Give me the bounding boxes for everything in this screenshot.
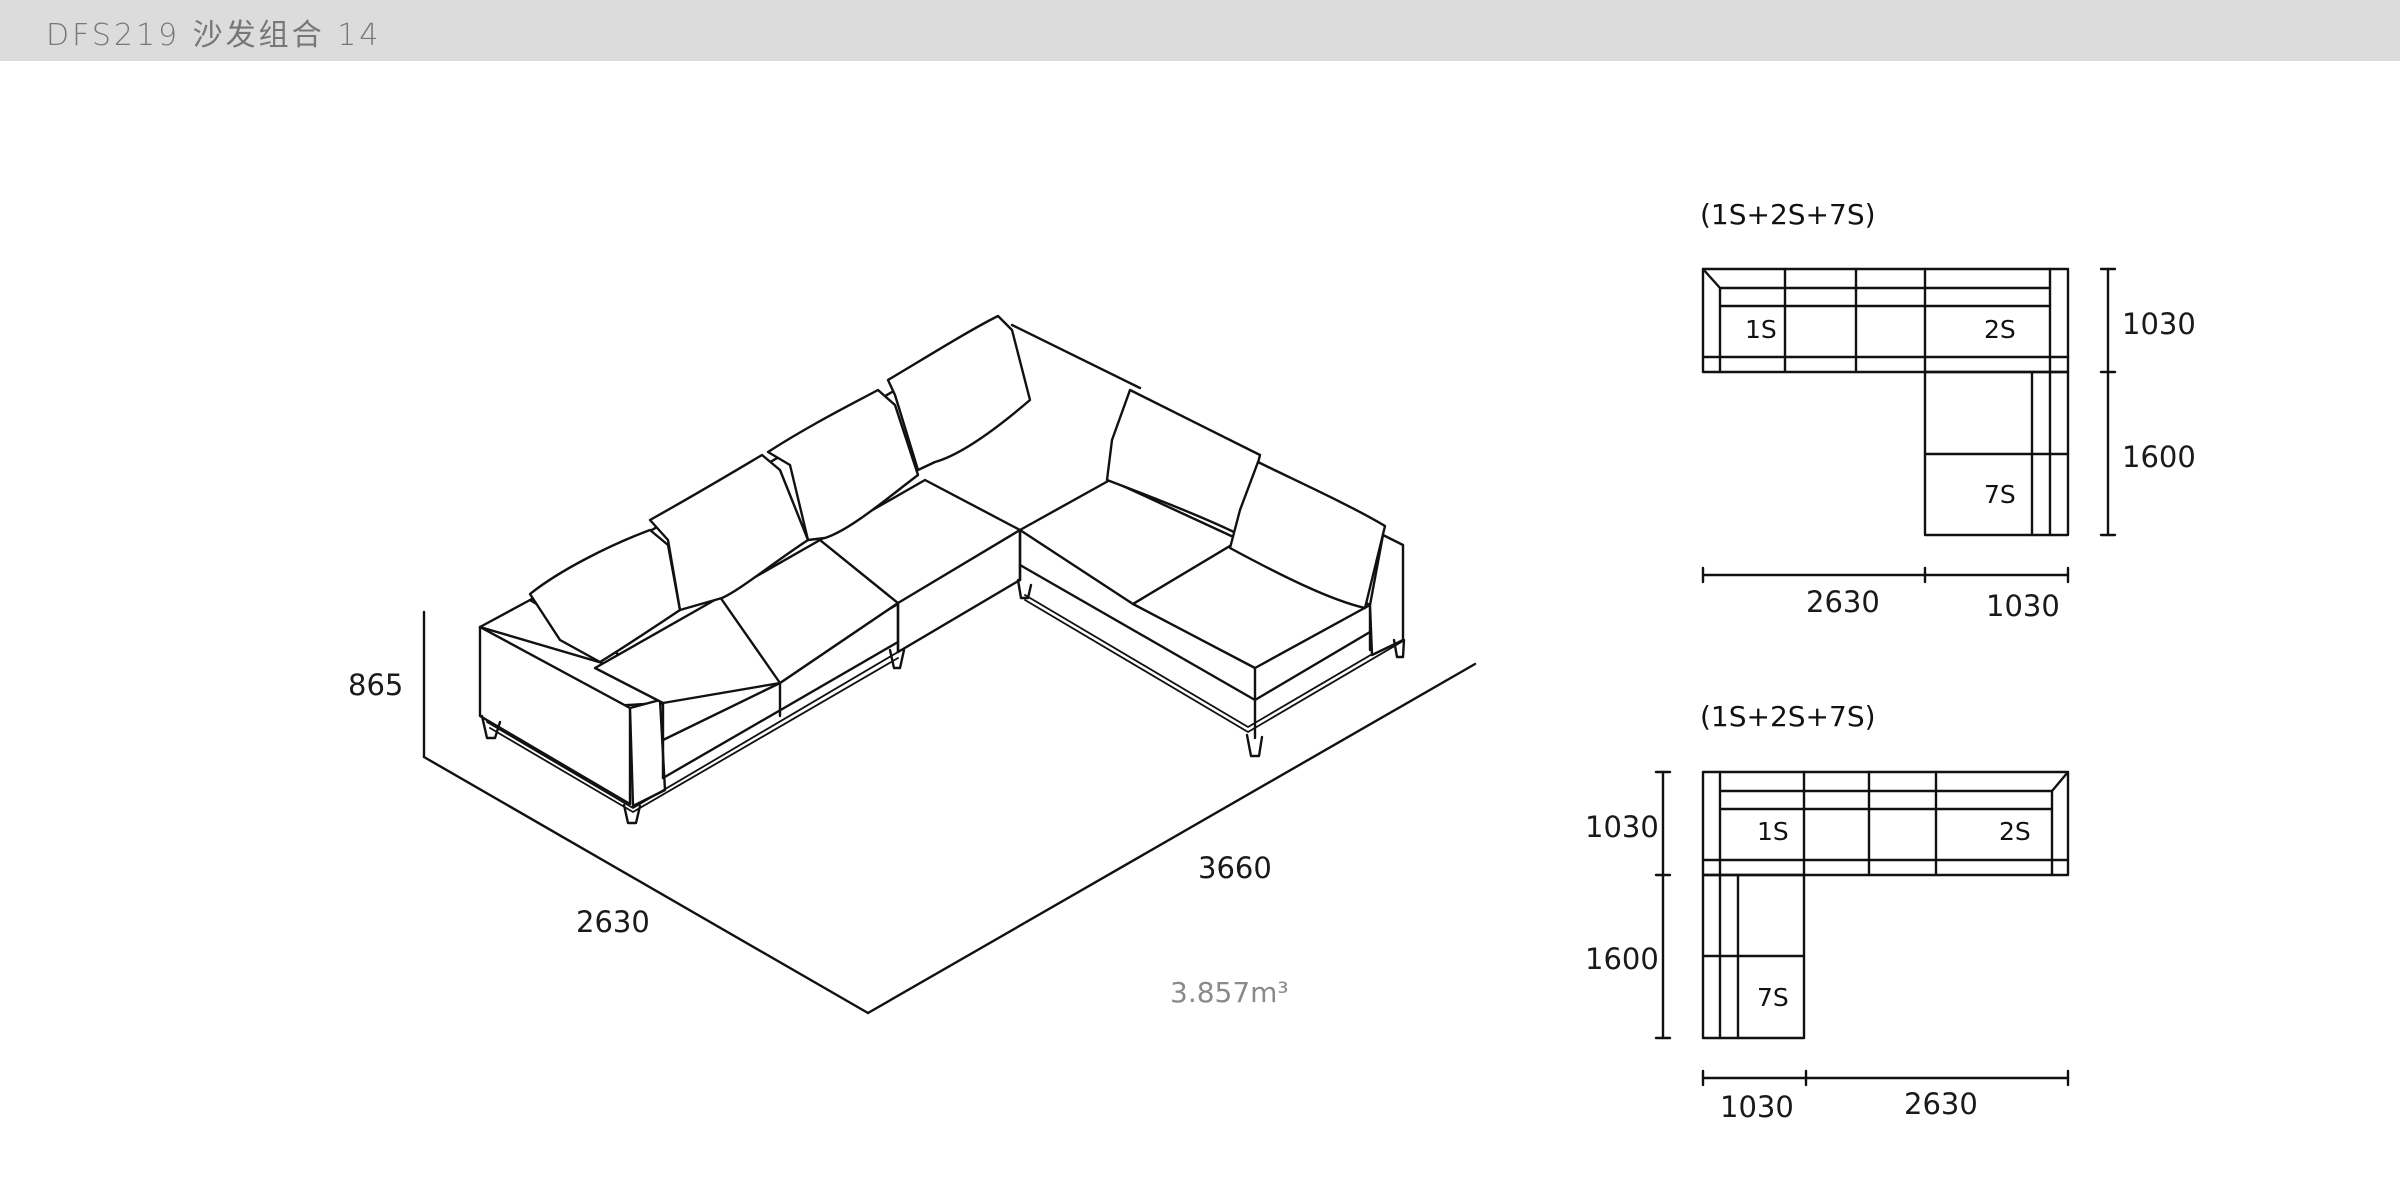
plan-view-top: (1S+2S+7S) 1S 2S 7S <box>1700 198 2196 623</box>
plan-bottom-title: (1S+2S+7S) <box>1700 700 1876 733</box>
plan-bottom-dim-1030: 1030 <box>1585 810 1659 844</box>
module-label-7s: 7S <box>1757 983 1789 1012</box>
plan-bottom-dim-left <box>1654 770 1672 1040</box>
plan-view-bottom: (1S+2S+7S) 1S 2S 7S 1030 <box>1585 700 2070 1124</box>
sofa-leg <box>480 714 502 740</box>
sofa-leg <box>1016 578 1033 600</box>
module-label-1s: 1S <box>1757 817 1789 846</box>
plan-top-dim-1030: 1030 <box>2122 307 2196 341</box>
width-label: 3660 <box>1198 851 1272 885</box>
plan-top-dim-1030b: 1030 <box>1986 589 2060 623</box>
back-cushion <box>886 314 1032 472</box>
sofa-drawing <box>478 314 1406 825</box>
plan-top-dim-2630: 2630 <box>1806 585 1880 619</box>
plan-bottom-dim-1030b: 1030 <box>1720 1090 1794 1124</box>
plan-top-title: (1S+2S+7S) <box>1700 198 1876 231</box>
depth-label: 2630 <box>576 905 650 939</box>
back-cushion <box>766 388 920 542</box>
module-label-2s: 2S <box>1999 817 2031 846</box>
plan-bottom-dim-1600: 1600 <box>1585 942 1659 976</box>
module-label-7s: 7S <box>1984 480 2016 509</box>
depth-dimension-line <box>422 755 870 1015</box>
plan-top-outline <box>1701 267 2070 537</box>
sofa-leg <box>1392 638 1406 659</box>
right-chaise-seats <box>1010 323 1406 758</box>
volume-label: 3.857m³ <box>1170 976 1289 1009</box>
back-cushions-left <box>528 314 1032 664</box>
width-dimension-line <box>866 662 1477 1015</box>
back-cushions-right <box>1105 388 1387 610</box>
isometric-sofa-view: 865 2630 3660 3.857m³ <box>348 314 1477 1015</box>
back-cushion <box>1228 460 1387 610</box>
module-label-2s: 2S <box>1984 315 2016 344</box>
page-title: DFS219 沙发组合 14 <box>46 18 382 53</box>
plan-top-dim-1600: 1600 <box>2122 440 2196 474</box>
height-label: 865 <box>348 668 403 702</box>
module-label-1s: 1S <box>1745 315 1777 344</box>
sofa-leg <box>1245 733 1264 758</box>
plan-bottom-dim-bottom <box>1701 1069 2070 1087</box>
sofa-leg <box>622 803 642 825</box>
plan-top-dim-bottom <box>1701 566 2070 584</box>
dimension-lines <box>422 610 1477 1015</box>
sofa-leg <box>888 648 906 670</box>
plan-top-dim-right <box>2099 267 2117 537</box>
plan-bottom-dim-2630: 2630 <box>1904 1087 1978 1121</box>
header-bar: DFS219 沙发组合 14 <box>0 0 2400 61</box>
plan-bottom-outline <box>1701 770 2070 1040</box>
